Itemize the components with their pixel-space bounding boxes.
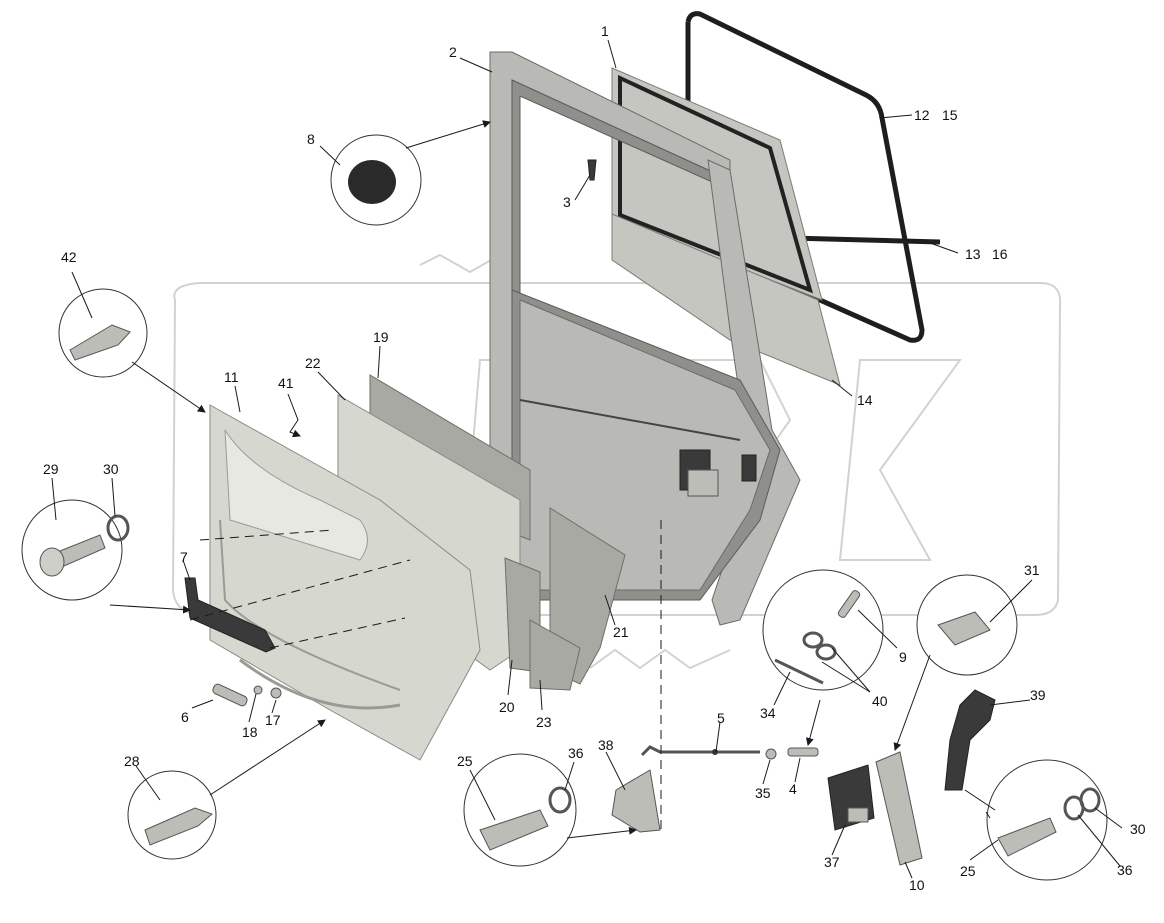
label-30a: 30 [103,461,119,477]
label-21: 21 [613,624,629,640]
label-35: 35 [755,785,771,801]
part-17 [270,687,282,699]
washer-36a [548,786,572,814]
window-regulator [679,449,757,497]
label-20: 20 [499,699,515,715]
label-36a: 36 [568,745,584,761]
label-9: 9 [899,649,907,665]
plate-10 [875,751,923,866]
label-38: 38 [598,737,614,753]
label-41: 41 [278,375,294,391]
leader-lines [51,39,1123,879]
bolt-25b [997,817,1057,857]
label-17: 17 [265,712,281,728]
label-40: 40 [872,693,888,709]
label-22: 22 [305,355,321,371]
detail-circle-25a [463,753,577,867]
label-25b: 25 [960,863,976,879]
label-14: 14 [857,392,873,408]
label-13: 13 [965,246,981,262]
label-37: 37 [824,854,840,870]
glass-channel [618,74,814,294]
screw-28 [144,807,213,846]
label-6: 6 [181,709,189,725]
label-31: 31 [1024,562,1040,578]
label-16: 16 [992,246,1008,262]
label-19: 19 [373,329,389,345]
label-25a: 25 [457,753,473,769]
callout-labels: 1 2 3 4 5 6 7 8 9 10 11 12 13 14 15 16 1… [43,23,1146,893]
panel-23 [529,619,581,691]
label-11: 11 [224,369,239,385]
label-10: 10 [909,877,925,893]
label-23: 23 [536,714,552,730]
label-18: 18 [242,724,258,740]
rod-5 [640,745,819,760]
part-6 [212,683,248,707]
pin-34 [774,658,824,685]
label-12: 12 [914,107,930,123]
lock-37 [827,764,875,831]
detail-circle-40 [762,569,884,691]
label-7: 7 [180,549,188,565]
label-29: 29 [43,461,59,477]
bolt-25a [479,809,549,851]
washers-36b-30b [1079,787,1101,813]
grommet-8 [348,160,396,204]
handle-39 [944,689,996,791]
label-30b: 30 [1130,821,1146,837]
screw-42 [69,324,131,361]
label-15: 15 [942,107,958,123]
window-seal-12 [685,11,925,343]
label-39: 39 [1030,687,1046,703]
pin-9 [837,590,861,618]
handle-7 [184,577,276,653]
door-trim-11 [209,404,481,761]
label-2: 2 [449,44,457,60]
washer-30 [106,514,130,542]
label-4: 4 [789,781,797,797]
label-8: 8 [307,131,315,147]
label-34: 34 [760,705,776,721]
label-3: 3 [563,194,571,210]
bolt-31 [937,611,991,646]
label-28: 28 [124,753,140,769]
label-1: 1 [601,23,609,39]
part-18 [253,685,263,695]
bracket-38 [611,769,661,833]
label-5: 5 [717,710,725,726]
label-42: 42 [61,249,77,265]
label-36b: 36 [1117,862,1133,878]
